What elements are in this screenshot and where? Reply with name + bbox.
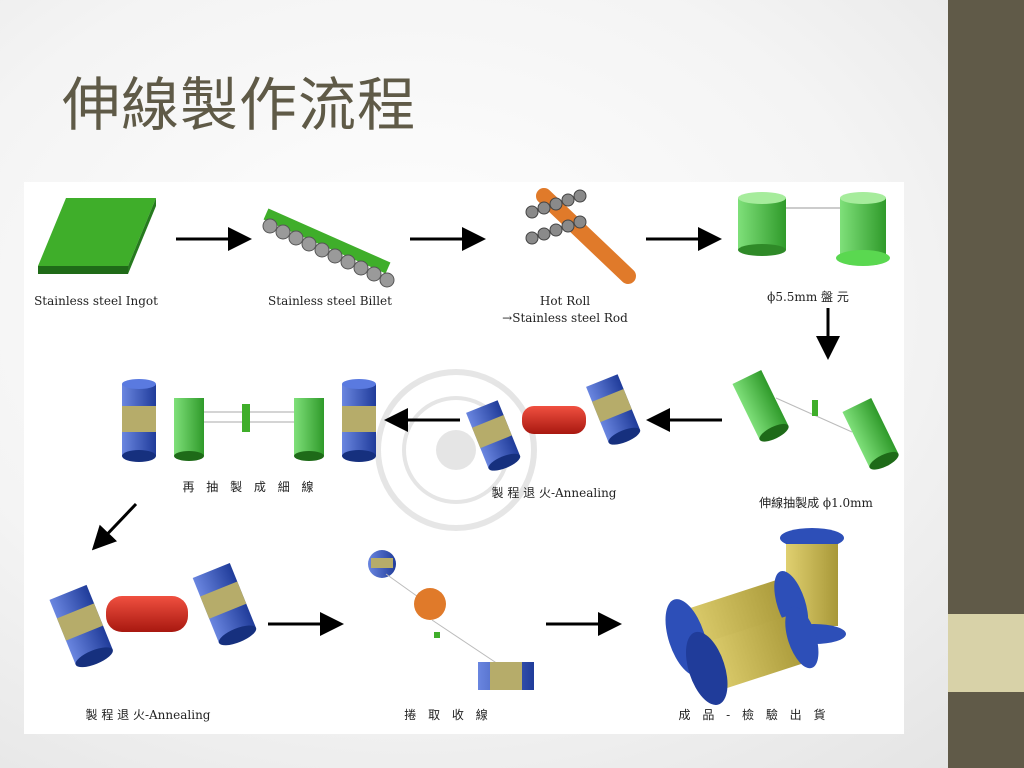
label-anneal2: 製 程 退 火-Annealing [85,708,211,722]
finished-spools-graphic [665,528,846,705]
anneal1-graphic [466,374,641,471]
small-arrow-icon: → [502,311,513,325]
take-up-graphic [368,550,534,690]
label-draw1: 伸線抽製成 ϕ1.0mm [759,496,873,510]
ingot-graphic [38,198,156,274]
coil-graphic [738,192,890,266]
sidebar-accent [948,614,1024,692]
fine-draw-graphic [122,379,376,462]
label-rod-text: Stainless steel Rod [512,311,628,325]
watermark-seal [375,369,537,531]
label-hot-roll: Hot Roll [539,294,591,308]
label-fine-draw: 再 抽 製 成 細 線 [182,480,318,494]
label-inspection: 成 品 - 檢 驗 出 貨 [678,708,830,722]
arrow-diag [91,502,138,551]
label-coil: ϕ5.5mm 盤 元 [767,290,849,304]
page-title: 伸線製作流程 [62,71,417,139]
label-billet: Stainless steel Billet [268,294,392,308]
diagram-graphics [38,188,899,705]
billet-graphic [262,208,395,288]
hot-roll-graphic [525,188,636,284]
label-anneal1: 製 程 退 火-Annealing [491,486,617,500]
process-diagram: Stainless steel Ingot Stainless steel Bi… [24,182,904,734]
anneal2-graphic [49,562,257,668]
label-take-up: 捲 取 收 線 [404,708,492,722]
draw1-graphic [732,370,899,470]
label-rod: →Stainless steel Rod [502,311,628,325]
label-ingot: Stainless steel Ingot [34,294,158,308]
